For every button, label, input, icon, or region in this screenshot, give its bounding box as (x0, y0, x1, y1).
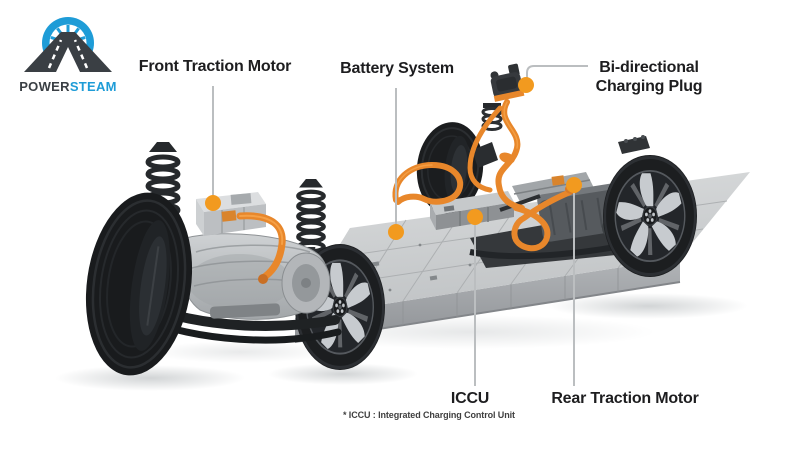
label-front-traction-motor: Front Traction Motor (138, 58, 292, 75)
logo-text-power: POWER (19, 79, 70, 94)
powersteam-logo: POWERSTEAM (12, 6, 124, 94)
hv-cables-rear (392, 99, 573, 252)
hv-connector (551, 175, 565, 186)
iccu-footnote: * ICCU : Integrated Charging Control Uni… (343, 410, 515, 420)
wheel-front-left (85, 192, 193, 376)
front-traction-motor-assembly (180, 192, 331, 320)
label-bidirectional-charging-plug-line1: Bi-directional (599, 59, 699, 76)
label-iccu: ICCU (450, 390, 490, 407)
charging-plug (490, 63, 525, 102)
label-battery-system: Battery System (340, 60, 454, 77)
logo-wordmark: POWERSTEAM (12, 80, 124, 94)
label-bidirectional-charging-plug-line2: Charging Plug (595, 78, 703, 95)
wheel-rear-right (601, 153, 699, 279)
rear-motor-connector (565, 184, 579, 194)
wheel-road-logo-icon (24, 17, 112, 72)
logo-text-steam: STEAM (69, 79, 117, 94)
label-bidirectional-charging-plug: Bi-directional Charging Plug (596, 58, 703, 96)
label-rear-traction-motor: Rear Traction Motor (551, 390, 699, 407)
cable-knot (499, 152, 515, 164)
